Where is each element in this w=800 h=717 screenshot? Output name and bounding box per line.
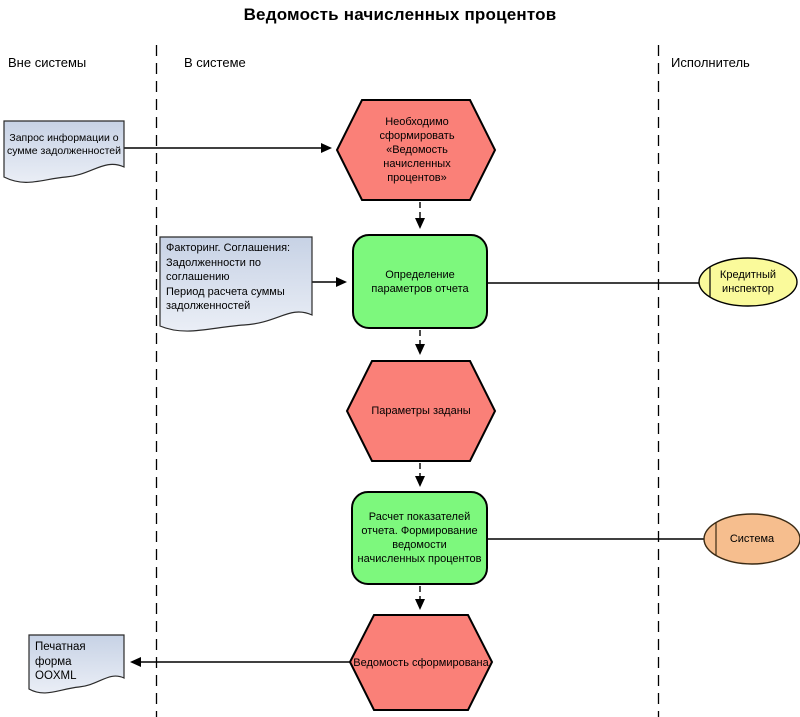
lane-label-in-system: В системе	[184, 55, 246, 70]
role-system-label: Система	[729, 533, 775, 545]
document-request-shape	[3, 120, 125, 183]
lane-label-executor: Исполнитель	[671, 55, 750, 70]
event-params-set-shape	[345, 360, 497, 462]
event-need-report-label: Необходимо сформировать «Ведомость начис…	[379, 116, 455, 184]
document-factoring-label: Факторинг. Соглашения: Задолженности по …	[166, 242, 291, 312]
function-define-params-label: Определение параметров отчета	[371, 268, 469, 295]
function-calc-report-label: Расчет показателей отчета. Формирование …	[357, 511, 482, 565]
role-credit-inspector-label: Кредитный инспектор	[719, 269, 777, 295]
event-report-formed-shape	[348, 614, 494, 711]
document-factoring-shape	[159, 236, 313, 332]
lane-label-outside-system: Вне системы	[8, 55, 87, 70]
role-system-shape	[703, 513, 800, 565]
document-request-label: Запрос информации о сумме задолженностей	[6, 132, 122, 157]
document-print-form-label: Печатная форма OOXML	[35, 641, 86, 682]
function-calc-report-shape	[351, 491, 488, 585]
function-define-params-shape	[352, 234, 488, 329]
document-print-form-shape	[28, 634, 125, 694]
event-report-formed-label: Ведомость сформирована	[353, 656, 489, 669]
role-credit-inspector-shape	[698, 257, 798, 307]
event-params-set-label: Параметры заданы	[371, 405, 471, 417]
diagram-title: Ведомость начисленных процентов	[243, 5, 557, 24]
event-need-report-shape	[335, 99, 497, 201]
